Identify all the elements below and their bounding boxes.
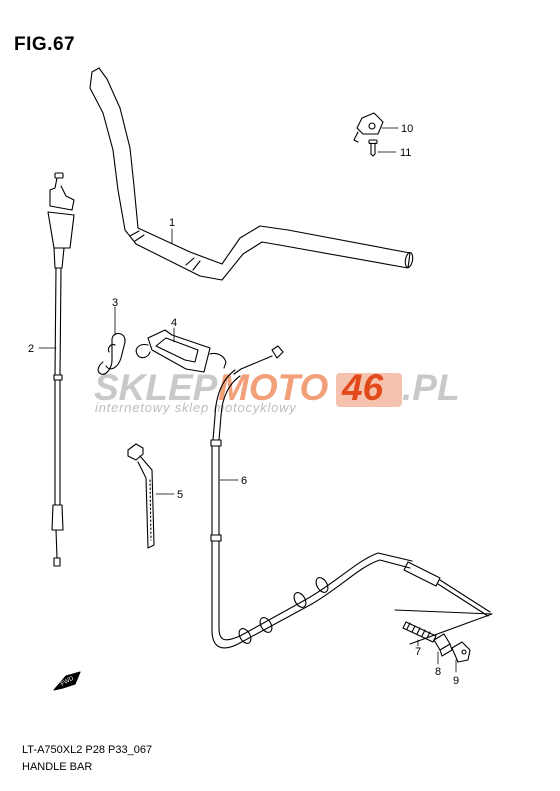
leader-lines: [38, 127, 457, 673]
handlebar: [89, 67, 414, 281]
callout-5: 5: [177, 489, 183, 501]
figure-title: FIG.67: [14, 34, 76, 55]
cable-end-nut: [451, 641, 471, 663]
callout-4: 4: [171, 317, 177, 329]
diagram-footer: LT-A750XL2 P28 P33_067 HANDLE BAR: [22, 742, 152, 776]
watermark-number-box: [336, 373, 402, 407]
forward-direction-arrow-icon: [53, 671, 81, 691]
detail-bracket-line: [394, 609, 493, 645]
watermark-brand-number: 46: [341, 367, 384, 408]
callout-6: 6: [241, 475, 247, 487]
callout-2: 2: [28, 343, 34, 355]
callout-10: 10: [401, 123, 413, 135]
watermark-tagline: internetowy sklep motocyklowy: [95, 400, 297, 415]
callout-7: 7: [415, 646, 421, 658]
section-name: HANDLE BAR: [22, 761, 93, 773]
clamp-screw: [368, 139, 378, 157]
brake-cable: [210, 345, 491, 649]
model-code: LT-A750XL2 P28 P33_067: [22, 744, 153, 756]
callout-9: 9: [453, 675, 459, 687]
spring-clip: [97, 332, 126, 375]
cable-clamp: [353, 112, 384, 143]
watermark-brand-domain: .PL: [402, 367, 460, 408]
callout-11: 11: [400, 147, 411, 159]
callout-numbers: 1 2 3 4 5 6 7 8 9 10 11: [28, 123, 459, 687]
watermark-brand-part2: MOTO: [218, 367, 329, 408]
watermark-brand-part1: SKLEP: [94, 367, 218, 408]
cable-end-fitting: [433, 633, 453, 657]
callout-8: 8: [435, 666, 441, 678]
callout-3: 3: [112, 297, 118, 309]
cable-tie: [127, 443, 155, 549]
throttle-cable: [47, 172, 75, 567]
watermark: SKLEP MOTO 46 .PL internetowy sklep moto…: [94, 367, 460, 415]
adjuster-spring: [402, 621, 437, 643]
throttle-plate: [135, 329, 227, 373]
callout-1: 1: [169, 217, 175, 229]
